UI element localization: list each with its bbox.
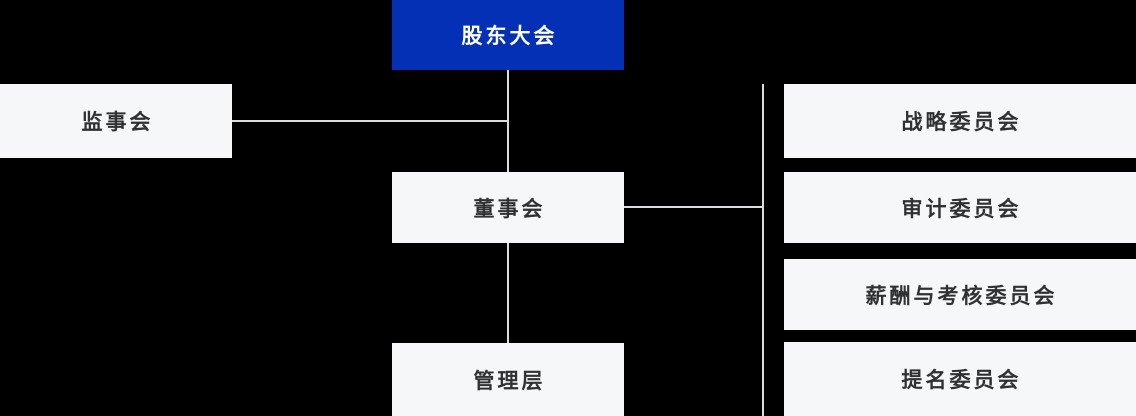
node-shareholders-meeting: 股东大会 <box>392 0 624 70</box>
node-audit-committee: 审计委员会 <box>784 172 1136 243</box>
node-strategy-committee-label: 战略委员会 <box>901 111 1022 134</box>
node-shareholders-meeting-label: 股东大会 <box>461 25 558 48</box>
connector-supervisory-to-trunk <box>232 120 509 122</box>
node-board-of-directors-label: 董事会 <box>473 197 546 221</box>
node-management: 管理层 <box>392 343 624 416</box>
node-strategy-committee: 战略委员会 <box>784 84 1136 158</box>
node-supervisory-board: 监事会 <box>0 84 232 158</box>
connector-committees-trunk <box>762 84 764 416</box>
node-remuneration-assessment-committee: 薪酬与考核委员会 <box>784 259 1136 330</box>
node-audit-committee-label: 审计委员会 <box>901 197 1022 221</box>
connector-board-to-management <box>507 243 509 343</box>
connector-board-to-committees <box>624 206 764 208</box>
node-nomination-committee: 提名委员会 <box>784 342 1136 416</box>
node-board-of-directors: 董事会 <box>392 172 624 243</box>
node-supervisory-board-label: 监事会 <box>81 111 154 134</box>
node-management-label: 管理层 <box>473 369 546 393</box>
node-remuneration-assessment-committee-label: 薪酬与考核委员会 <box>865 284 1058 308</box>
node-nomination-committee-label: 提名委员会 <box>901 369 1022 392</box>
